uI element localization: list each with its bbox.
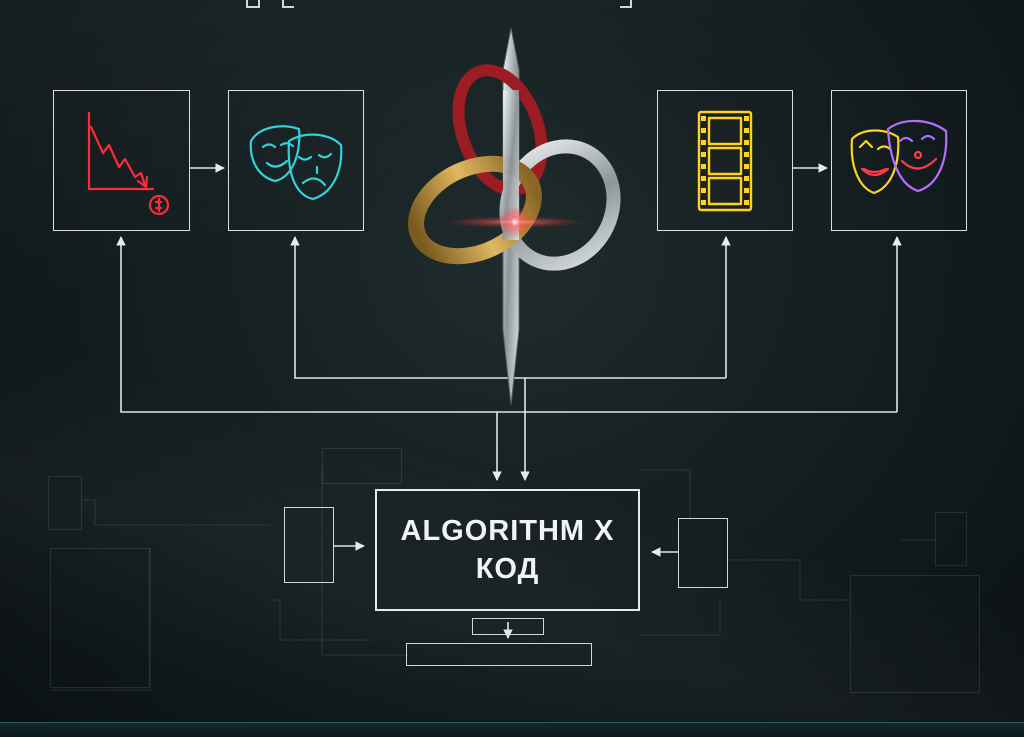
film-strip-box (657, 90, 793, 231)
theater-masks-icon (249, 124, 343, 200)
film-strip-icon (697, 110, 753, 211)
algorithm-title: ALGORITHM X (400, 515, 615, 547)
ghost-box (935, 512, 967, 566)
algorithm-box: ALGORITHM X КОД (375, 489, 640, 611)
ghost-box (50, 548, 150, 688)
comedy-masks-box (831, 90, 967, 231)
bottom-edge (0, 722, 1024, 737)
ghost-box (850, 575, 980, 693)
declining-chart-icon (87, 111, 169, 215)
algorithm-subtitle: КОД (475, 553, 540, 585)
theater-masks-box (228, 90, 364, 231)
chart-decline-box (53, 90, 190, 231)
ghost-box (48, 476, 82, 530)
comedy-tragedy-masks-icon (850, 119, 948, 194)
right-input-box (678, 518, 728, 588)
top-bracket (620, 0, 632, 8)
top-bracket (246, 0, 260, 8)
output-connector-box (472, 618, 544, 635)
top-bracket (282, 0, 294, 8)
left-input-box (284, 507, 334, 583)
output-box (406, 643, 592, 666)
